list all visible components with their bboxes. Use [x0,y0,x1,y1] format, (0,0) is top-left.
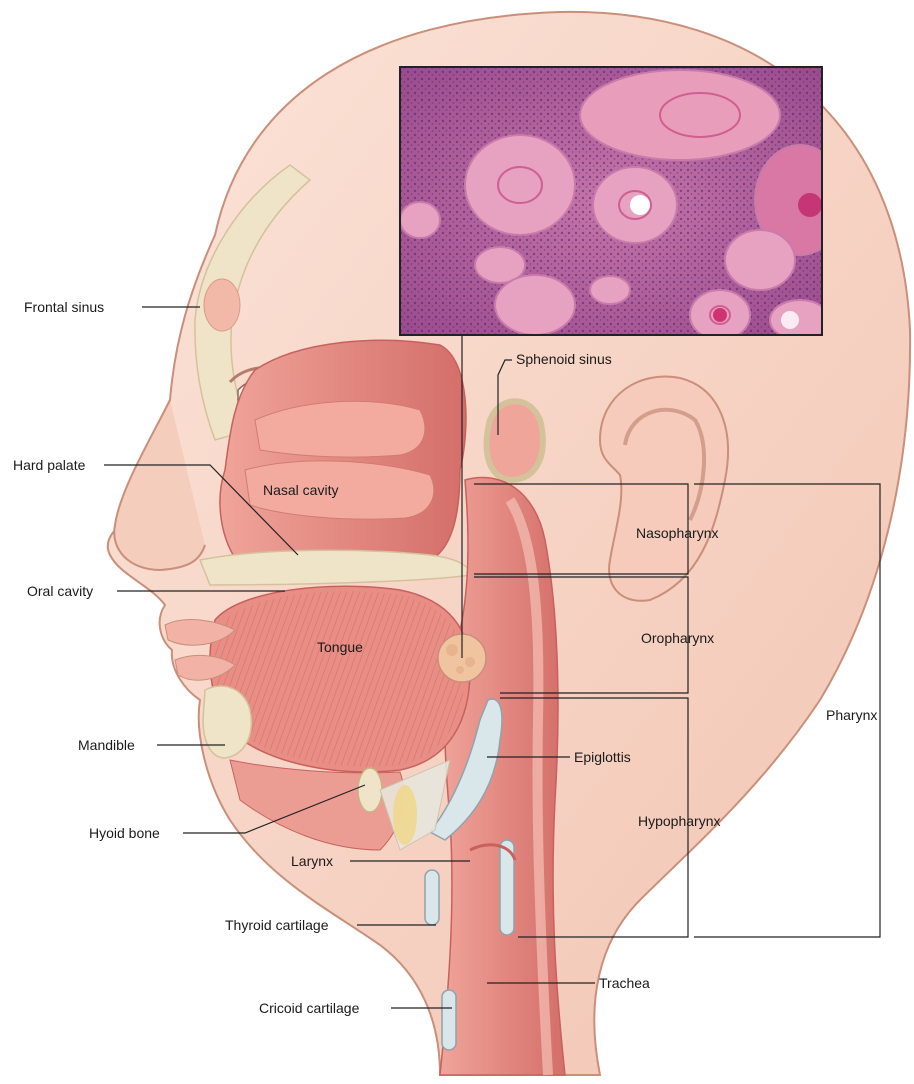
label-sphenoid-sinus: Sphenoid sinus [516,351,612,367]
label-pharynx: Pharynx [826,707,877,723]
label-thyroid-cartilage: Thyroid cartilage [225,917,329,933]
label-nasal-cavity: Nasal cavity [263,482,338,498]
label-oropharynx: Oropharynx [641,630,714,646]
histology-inset [400,67,845,340]
label-trachea: Trachea [599,975,650,991]
label-tongue: Tongue [317,639,363,655]
label-hyoid-bone: Hyoid bone [89,825,160,841]
label-hard-palate: Hard palate [13,457,86,473]
label-cricoid-cartilage: Cricoid cartilage [259,1000,360,1016]
hyoid-bone-shape [358,768,382,812]
sphenoid-sinus-shape [487,401,543,480]
label-mandible: Mandible [78,737,135,753]
frontal-sinus-shape [204,279,240,331]
label-nasopharynx: Nasopharynx [636,525,719,541]
label-epiglottis: Epiglottis [574,749,631,765]
label-larynx: Larynx [291,853,333,869]
label-oral-cavity: Oral cavity [27,583,93,599]
label-hypopharynx: Hypopharynx [638,813,721,829]
label-frontal-sinus: Frontal sinus [24,299,104,315]
mandible-shape [203,686,251,758]
